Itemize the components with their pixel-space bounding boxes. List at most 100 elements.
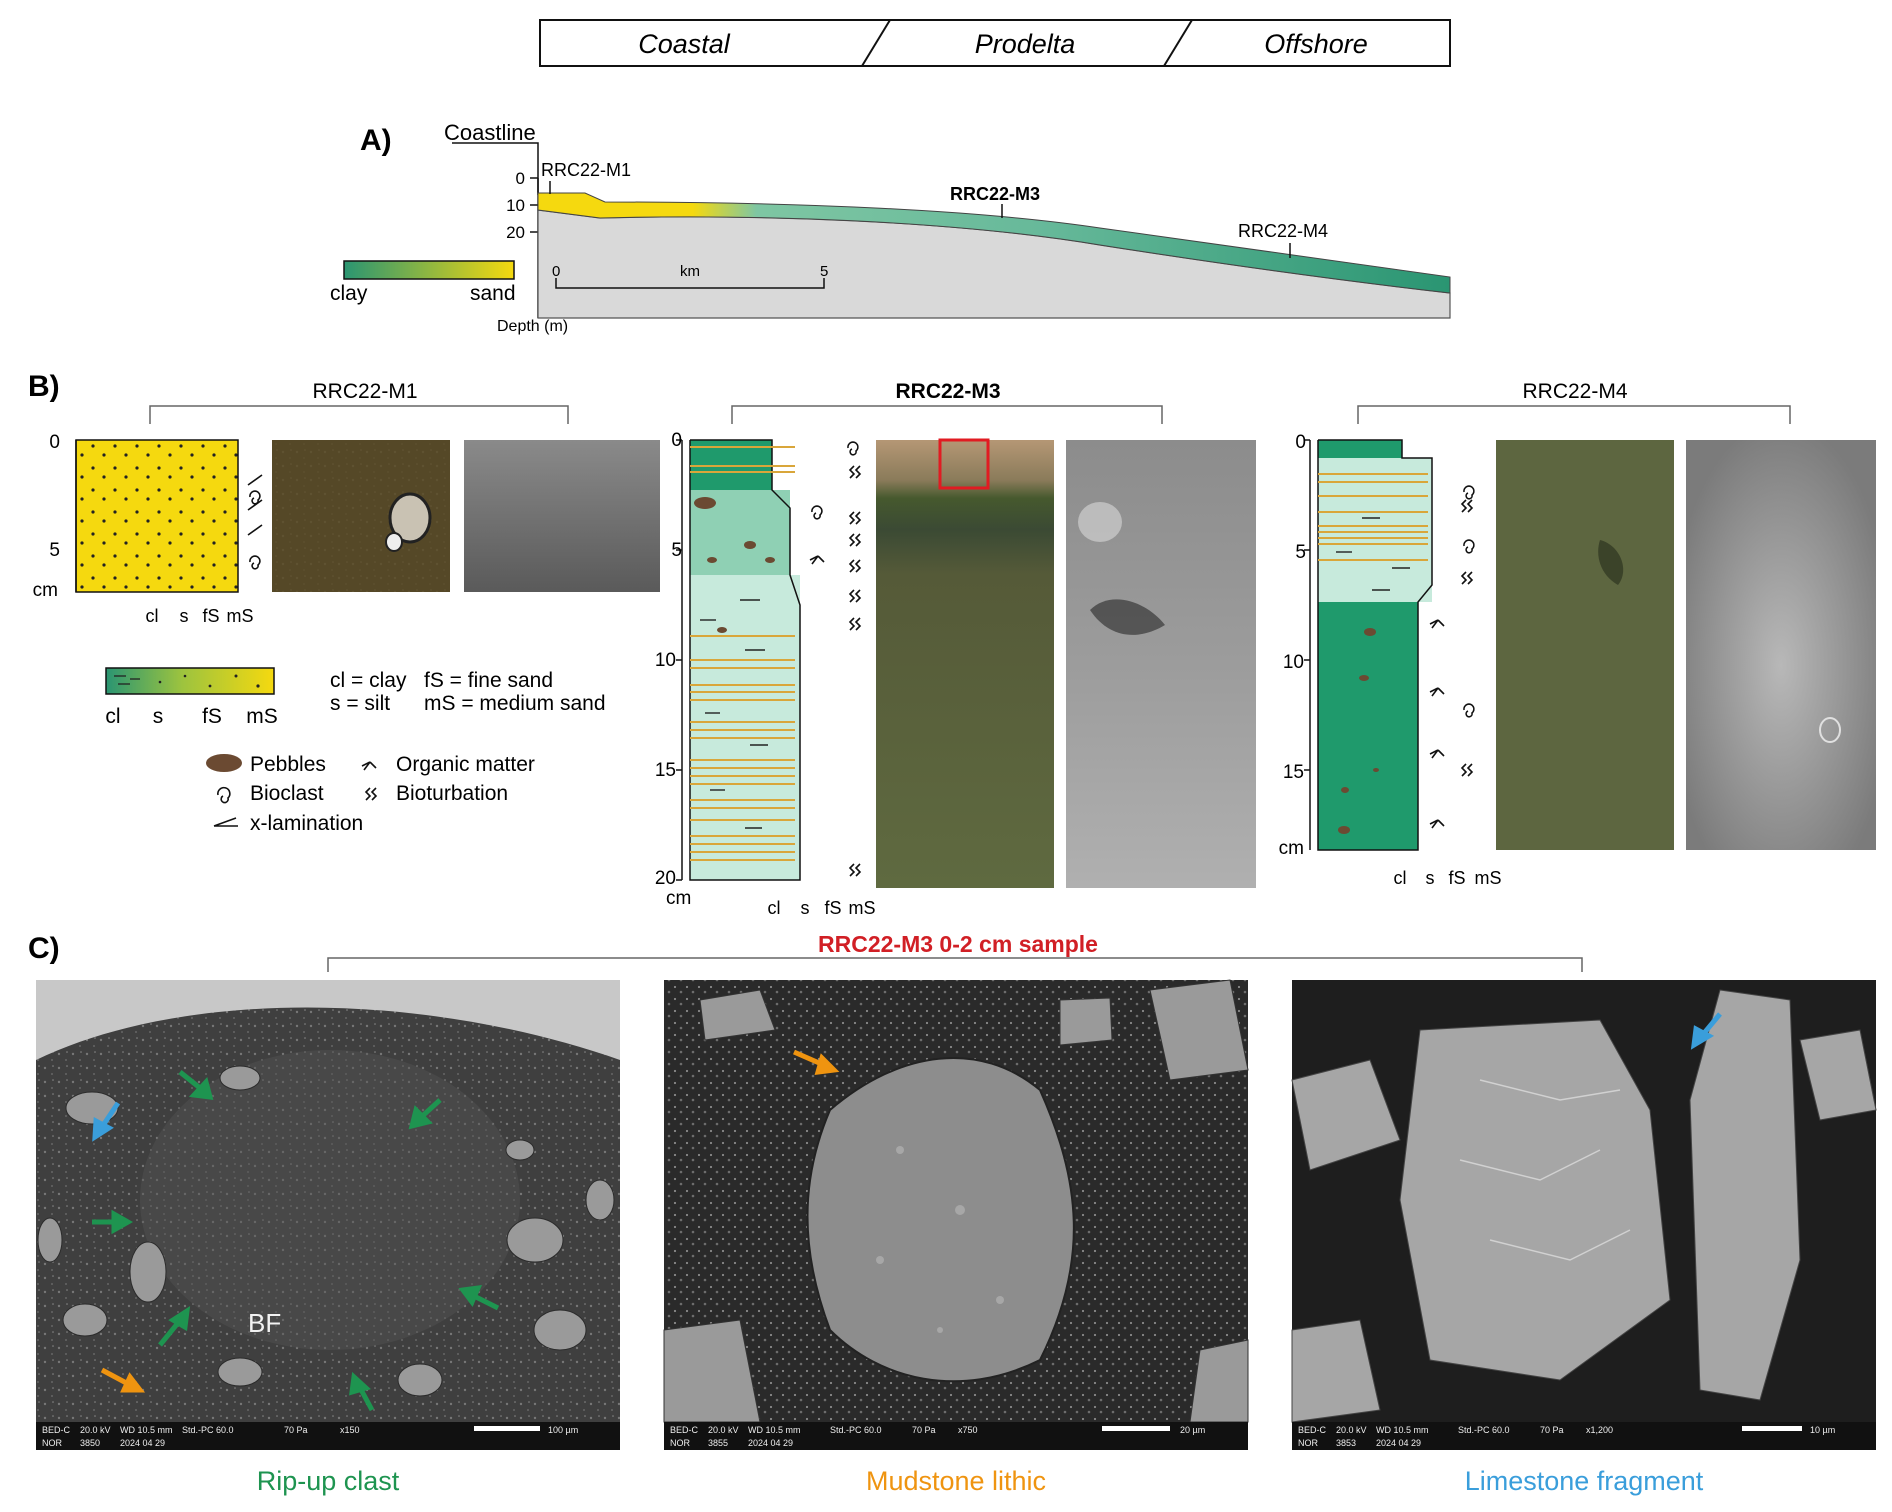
depth-tick-10: 10 <box>506 196 525 215</box>
m3-axis-fs: fS <box>824 898 841 918</box>
core-m4-log <box>1317 439 1433 851</box>
depth-unit-label: Depth (m) <box>497 318 568 335</box>
core-m4-tick-10: 10 <box>1283 652 1304 673</box>
legend-abbrev-silt: s = silt <box>330 692 390 715</box>
sem-image-limestone-fragment: BED-C 20.0 kV WD 10.5 mm Std.-PC 60.0 70… <box>1291 980 1877 1496</box>
panel-c-title: RRC22-M3 0-2 cm sample <box>818 931 1098 957</box>
m3-axis-ms: mS <box>849 898 876 918</box>
m3-sample-box <box>938 438 990 490</box>
sem2-bar-a: BED-C <box>670 1425 699 1435</box>
core-m3-unit: cm <box>666 888 691 909</box>
core-m1-unit: cm <box>33 580 58 601</box>
sem3-bar-i: 2024 04 29 <box>1376 1438 1421 1448</box>
m1-axis-cl: cl <box>146 606 159 626</box>
core-m4-tick-15: 15 <box>1283 762 1304 783</box>
m3-axis-s: s <box>801 898 810 918</box>
panel-b-label: B) <box>28 370 60 403</box>
core-m1-tick-0: 0 <box>49 432 60 453</box>
sem3-bar-f: x1,200 <box>1586 1425 1613 1435</box>
panel-a-cross-section: A) Coastline 0 10 20 Depth (m) RRC22-M1 … <box>330 120 1451 335</box>
sem2-bar-d: Std.-PC 60.0 <box>830 1425 882 1435</box>
sem3-scale: 10 µm <box>1810 1425 1835 1435</box>
caption-rip-up-clast: Rip-up clast <box>257 1466 400 1496</box>
m1-axis-ms: mS <box>227 606 254 626</box>
bioclast-icon <box>217 786 231 804</box>
grain-color-ramp <box>343 260 515 280</box>
m3-axis-cl: cl <box>768 898 781 918</box>
legend-grain-fs: fS <box>202 705 222 728</box>
sem2-bar-f: x750 <box>958 1425 978 1435</box>
depth-tick-20: 20 <box>506 223 525 242</box>
legend-x-lamination: x-lamination <box>250 812 363 835</box>
panel-b-legend: cl s fS mS cl = clay fS = fine sand s = … <box>105 667 606 835</box>
scale-unit: km <box>680 263 700 280</box>
sem2-bar-h: 3855 <box>708 1438 728 1448</box>
sediment-wedge <box>537 192 1451 294</box>
sem2-bar-e: 70 Pa <box>912 1425 936 1435</box>
panel-c-sem: C) RRC22-M3 0-2 cm sample <box>28 931 1877 1496</box>
legend-grain-ramp <box>105 667 275 695</box>
m4-axis-ms: mS <box>1475 868 1502 888</box>
sem3-bar-c: WD 10.5 mm <box>1376 1425 1429 1435</box>
bf-annotation: BF <box>248 1308 281 1338</box>
core-m1-title: RRC22-M1 <box>312 380 417 403</box>
core-m4-photo <box>1496 440 1674 850</box>
zone-offshore: Offshore <box>1264 29 1368 59</box>
site-m1-label: RRC22-M1 <box>541 160 631 180</box>
site-m4-label: RRC22-M4 <box>1238 221 1328 241</box>
legend-organic-matter: Organic matter <box>396 753 535 776</box>
sem1-bar-d: Std.-PC 60.0 <box>182 1425 234 1435</box>
sem1-bar-a: BED-C <box>42 1425 71 1435</box>
sem1-bar-f: x150 <box>340 1425 360 1435</box>
sem1-bar-b: 20.0 kV <box>80 1425 111 1435</box>
m1-shell <box>388 492 432 544</box>
panel-c-label: C) <box>28 932 60 965</box>
bioturbation-icon <box>364 787 378 801</box>
zone-coastal: Coastal <box>638 29 731 59</box>
environment-zone-bar: Coastal Prodelta Offshore <box>539 19 1451 67</box>
core-m4-title: RRC22-M4 <box>1522 380 1627 403</box>
panel-a-label: A) <box>360 124 392 157</box>
scale-start: 0 <box>552 263 560 280</box>
core-m3-tick-5: 5 <box>671 540 682 561</box>
core-m4-unit: cm <box>1279 838 1304 859</box>
sem1-scale: 100 µm <box>548 1425 578 1435</box>
sem3-bar-d: Std.-PC 60.0 <box>1458 1425 1510 1435</box>
organic-matter-icon <box>361 761 377 771</box>
core-m3-tick-0: 0 <box>671 430 682 451</box>
sem-image-mudstone-lithic: BED-C 20.0 kV WD 10.5 mm Std.-PC 60.0 70… <box>663 979 1249 1496</box>
x-lamination-icon <box>213 817 238 827</box>
legend-abbrev-fine-sand: fS = fine sand <box>424 669 553 692</box>
legend-bioclast: Bioclast <box>250 782 324 805</box>
grain-ramp-sand: sand <box>470 282 516 305</box>
core-m3-tick-15: 15 <box>655 760 676 781</box>
sem3-bar-b: 20.0 kV <box>1336 1425 1367 1435</box>
sem2-bar-b: 20.0 kV <box>708 1425 739 1435</box>
sem1-bar-i: 2024 04 29 <box>120 1438 165 1448</box>
core-m4-xray <box>1686 440 1876 850</box>
zone-prodelta: Prodelta <box>975 29 1076 59</box>
legend-grain-cl: cl <box>105 705 120 728</box>
sem1-bar-g: NOR <box>42 1438 63 1448</box>
caption-mudstone-lithic: Mudstone lithic <box>866 1466 1046 1496</box>
sem3-bar-g: NOR <box>1298 1438 1319 1448</box>
sem2-scale: 20 µm <box>1180 1425 1205 1435</box>
legend-abbrev-medium-sand: mS = medium sand <box>424 692 606 715</box>
legend-abbrev-clay: cl = clay <box>330 669 407 692</box>
sem-image-rip-up-clast: BF BED-C 20.0 kV WD 10.5 mm Std.-PC 60.0… <box>36 980 620 1496</box>
sem2-bar-c: WD 10.5 mm <box>748 1425 801 1435</box>
scale-bar <box>555 278 825 289</box>
core-m3-tick-10: 10 <box>655 650 676 671</box>
scale-end: 5 <box>820 263 828 280</box>
core-m4-tick-0: 0 <box>1295 432 1306 453</box>
m4-axis-fs: fS <box>1448 868 1465 888</box>
m1-axis-fs: fS <box>202 606 219 626</box>
m1-structure-symbols <box>247 474 263 570</box>
m3-structure-symbols <box>809 441 862 877</box>
sem3-bar-h: 3853 <box>1336 1438 1356 1448</box>
coastline-label: Coastline <box>444 120 536 145</box>
sem1-bar-e: 70 Pa <box>284 1425 308 1435</box>
panel-b-cores: B) RRC22-M1 0 5 cm cl s fS mS RRC22-M3 <box>28 370 1876 918</box>
pebbles-icon <box>206 754 242 772</box>
core-m1-tick-5: 5 <box>49 540 60 561</box>
